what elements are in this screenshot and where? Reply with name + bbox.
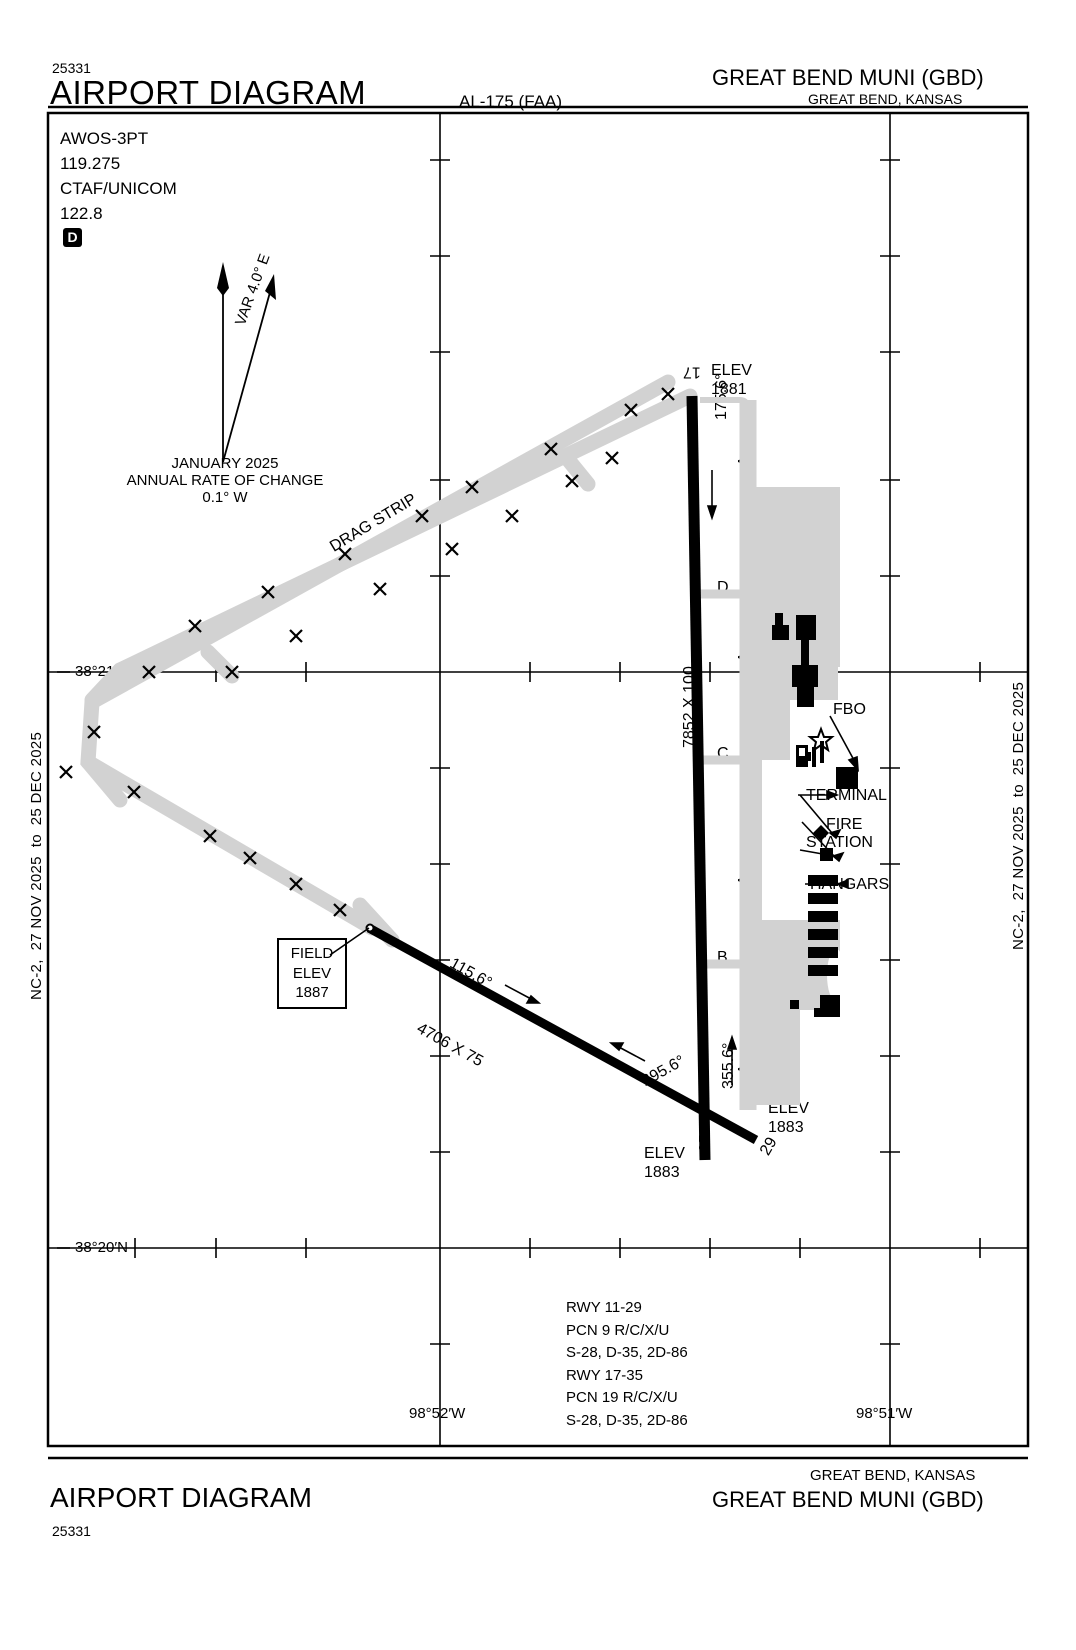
runway-17-35	[686, 395, 711, 1161]
field-elev-box: FIELD ELEV 1887	[277, 938, 347, 1009]
fbo-callout-label: FBO	[833, 701, 866, 718]
lat-lon-grid	[48, 113, 1028, 1446]
ctaf-frequency: 122.8	[60, 204, 103, 223]
true-north-arrow	[222, 274, 276, 463]
footer-title: AIRPORT DIAGRAM	[50, 1482, 312, 1513]
runway-17-elev-label: ELEV	[711, 362, 752, 379]
building-small-1	[775, 613, 783, 628]
variation-rate-label: ANNUAL RATE OF CHANGE	[126, 472, 324, 489]
fbo-building	[836, 767, 858, 789]
ctaf-label: CTAF/UNICOM	[60, 179, 177, 198]
taxiway-stubs	[700, 589, 748, 969]
building-thin-2	[812, 747, 816, 767]
footer-airport: GREAT BEND MUNI (GBD)	[712, 1487, 984, 1512]
longitude-label-right: 98°51′W	[856, 1405, 913, 1422]
building-thin-1	[820, 741, 824, 763]
note-line-3: S-28, D-35, 2D-86	[566, 1344, 688, 1361]
lower-buildings	[790, 995, 840, 1017]
field-elev-line2: ELEV	[292, 964, 332, 982]
runway-11-29	[366, 924, 759, 1144]
fire-station-callout-line1: FIRE	[826, 816, 863, 833]
building-3	[792, 665, 818, 687]
chart-border	[46, 111, 1030, 1448]
runway-11-threshold-marker	[365, 923, 375, 933]
building-2	[796, 615, 816, 640]
beacon-star-icon	[807, 726, 835, 753]
awos-frequency: 119.275	[60, 154, 121, 173]
note-line-4: RWY 17-35	[566, 1366, 643, 1384]
closed-runway-drag-strip	[80, 374, 698, 948]
note-line-5: PCN 19 R/C/X/U	[566, 1389, 678, 1406]
airport-city: GREAT BEND, KANSAS	[808, 91, 963, 107]
runway-35-elev-label: ELEV	[644, 1145, 685, 1162]
hangar-buildings	[808, 875, 838, 976]
footer-city: GREAT BEND, KANSAS	[810, 1467, 976, 1484]
variation-rate-value: 0.1° W	[202, 489, 248, 506]
note-line-2: PCN 9 R/C/X/U	[566, 1321, 670, 1339]
fuel-icon	[799, 748, 805, 756]
note-line-1: RWY 11-29	[566, 1299, 642, 1316]
taxiway-label-c: C	[717, 745, 729, 762]
runway-29-elev-value: 1883	[768, 1119, 804, 1136]
taxiway-label-b: B	[717, 949, 728, 966]
grid-ticks	[134, 159, 981, 1345]
d-badge-icon: D	[63, 228, 82, 247]
callout-arrowheads	[798, 789, 840, 857]
airport-name: GREAT BEND MUNI (GBD)	[712, 65, 984, 90]
runway-35-elev-value: 1883	[644, 1164, 680, 1181]
runway-notes-block: RWY 11-29 PCN 9 R/C/X/U S-28, D-35, 2D-8…	[566, 1297, 688, 1432]
building-link	[801, 638, 809, 668]
building-small-2	[772, 625, 789, 640]
taxiway-label-d: D	[717, 579, 729, 596]
magnetic-north-arrow	[217, 262, 229, 462]
page-title: AIRPORT DIAGRAM	[50, 74, 367, 111]
callout-leaders	[329, 715, 859, 956]
chart-number-top: 25331	[52, 60, 91, 76]
field-elev-line1: FIELD	[290, 945, 334, 962]
note-line-6: S-28, D-35, 2D-86	[566, 1411, 688, 1429]
lat-label-dash	[57, 671, 70, 1249]
runway-17-elev-value: 1881	[711, 381, 747, 398]
heading-arrows	[504, 470, 738, 1085]
field-elev-line3: 1887	[295, 984, 329, 1001]
taxiway-a-loop	[700, 397, 751, 411]
footer-chart-number: 25331	[52, 1523, 91, 1539]
awos-label: AWOS-3PT	[60, 129, 149, 148]
closed-runway-x-marks	[59, 387, 675, 917]
longitude-label-left: 98°52′W	[409, 1405, 466, 1422]
building-4	[797, 684, 814, 707]
